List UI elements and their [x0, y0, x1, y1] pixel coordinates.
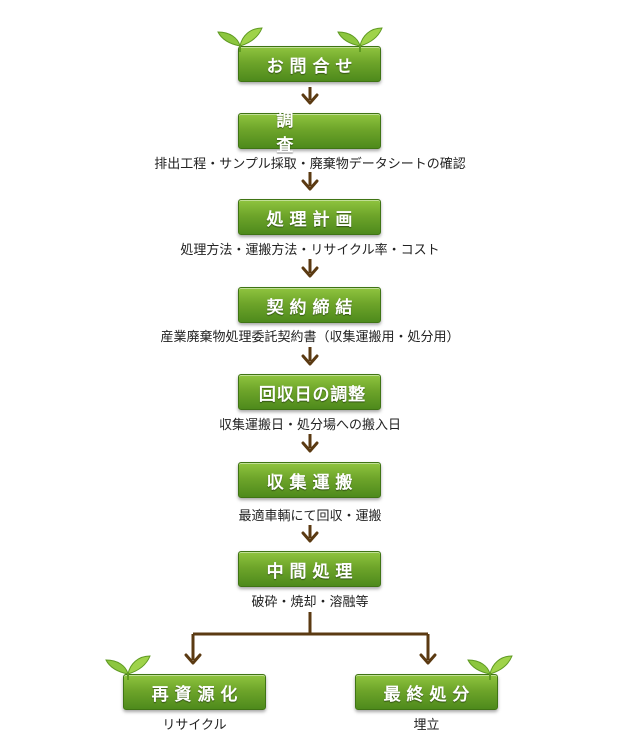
step-description: 処理方法・運搬方法・リサイクル率・コスト: [180, 243, 440, 258]
step-label: 処理計画: [266, 209, 359, 230]
step-plan: 処理計画: [238, 199, 381, 235]
connector-arrow: [301, 87, 319, 105]
leaf-icon: [467, 655, 513, 681]
step-label: 契約締結: [266, 297, 359, 318]
step-collection: 収集運搬: [238, 462, 381, 498]
step-label: お問合せ: [266, 56, 359, 77]
connector-arrow: [301, 347, 319, 366]
step-label: 回収日の調整: [258, 384, 367, 405]
branch-recycle: 再資源化: [123, 674, 266, 710]
leaf-icon: [217, 27, 263, 53]
step-description: 排出工程・サンプル採取・廃棄物データシートの確認: [154, 157, 466, 172]
connector-arrow: [301, 434, 319, 453]
step-description: 産業廃棄物処理委託契約書（収集運搬用・処分用）: [160, 330, 460, 345]
step-label: 収集運搬: [266, 472, 359, 493]
connector-arrow: [301, 525, 319, 543]
step-description: 最適車輌にて回収・運搬: [238, 509, 382, 524]
step-survey: 調査: [238, 111, 381, 156]
connector-arrow: [301, 172, 319, 191]
connector-arrow: [301, 259, 319, 278]
leaf-icon: [105, 655, 151, 681]
step-label: 調査: [276, 111, 331, 156]
step-description: 破砕・焼却・溶融等: [251, 595, 369, 610]
step-contract: 契約締結: [238, 287, 381, 323]
branch-label: 再資源化: [151, 684, 244, 705]
branch-label: 最終処分: [383, 684, 476, 705]
step-intermediate: 中間処理: [238, 551, 381, 587]
branch-landfill: 最終処分: [355, 674, 498, 710]
step-label: 中間処理: [266, 561, 359, 582]
step-description: 収集運搬日・処分場への搬入日: [218, 418, 401, 433]
step-inquiry: お問合せ: [238, 46, 381, 82]
branch-description: リサイクル: [162, 718, 227, 733]
leaf-icon: [337, 27, 383, 53]
branch-connector: [184, 612, 437, 665]
branch-description: 埋立: [413, 718, 440, 733]
step-schedule: 回収日の調整: [238, 374, 381, 410]
